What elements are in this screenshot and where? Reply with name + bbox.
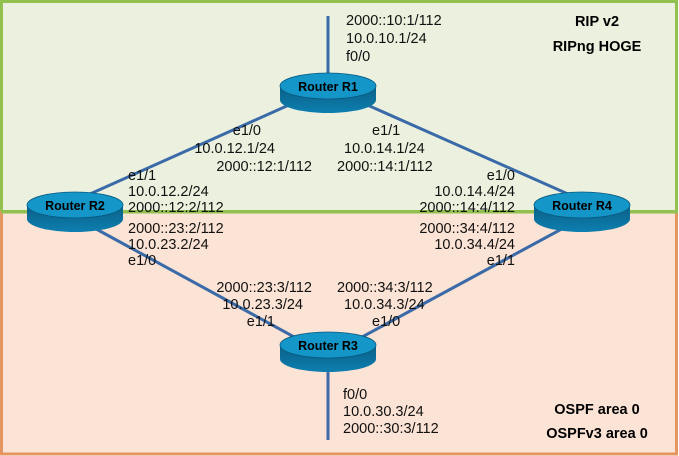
intf-r3-e1-0: 2000::34:3/112 10.0.34.3/24 e1/0 [337,280,433,330]
link-r1-r4 [337,90,587,204]
intf-line: 10.0.12.1/24 [194,141,275,157]
intf-r3-e1-1: 2000::23:3/112 10.0.23.3/24 e1/1 [216,280,312,330]
router-top [533,191,631,219]
link-r2-r3 [75,216,319,352]
intf-r1-e1-1: e1/1 10.0.14.1/24 2000::14:1/112 [337,123,433,175]
intf-line: 2000::14:1/112 [337,159,433,175]
router-r4[interactable]: Router R4 [533,191,631,232]
zone-label-line: OSPFv3 area 0 [546,426,648,442]
link-r4-r3 [337,216,583,352]
intf-line: 2000::34:3/112 [337,280,433,296]
intf-line: 2000::14:4/112 [419,200,515,216]
intf-line: 2000::23:2/112 [128,221,224,237]
router-r1[interactable]: Router R1 [279,72,377,113]
zone-label-line: RIP v2 [575,14,619,30]
intf-r1-e1-0: e1/0 10.0.12.1/24 2000::12:1/112 [194,123,312,175]
ospf-zone-label: OSPF area 0 OSPFv3 area 0 [546,402,648,442]
intf-line: 10.0.14.4/24 [434,184,515,200]
intf-line: 2000::12:2/112 [128,200,224,216]
intf-line: e1/1 [247,314,275,330]
intf-line: e1/1 [372,123,400,139]
router-r3[interactable]: Router R3 [279,331,377,372]
router-top [279,331,377,359]
link-r1-r2 [71,90,319,204]
zone-label-line: OSPF area 0 [554,402,639,418]
zone-label-line: RIPng HOGE [553,39,642,55]
intf-line: 2000::23:3/112 [216,280,312,296]
intf-line: e1/0 [233,123,261,139]
intf-line: f0/0 [343,387,367,403]
intf-line: 10.0.30.3/24 [343,404,424,420]
intf-line: 2000::10:1/112 [346,13,442,29]
router-top [279,72,377,100]
intf-line: 2000::12:1/112 [216,159,312,175]
intf-line: 10.0.34.3/24 [344,297,425,313]
intf-line: e1/0 [372,314,400,330]
intf-line: 10.0.23.2/24 [128,237,209,253]
intf-r4-e1-0: e1/0 10.0.14.4/24 2000::14:4/112 [419,168,515,216]
router-label: Router R3 [298,339,358,353]
intf-line: f0/0 [346,49,370,65]
intf-r3-f0-0: f0/0 10.0.30.3/24 2000::30:3/112 [343,387,439,437]
router-label: Router R1 [298,80,358,94]
router-label: Router R4 [552,199,612,213]
intf-line: 10.0.23.3/24 [222,297,303,313]
intf-r4-e1-1: 2000::34:4/112 10.0.34.4/24 e1/1 [419,221,515,269]
router-label: Router R2 [45,199,105,213]
intf-line: e1/1 [487,253,515,269]
intf-line: 10.0.34.4/24 [434,237,515,253]
intf-line: 2000::34:4/112 [419,221,515,237]
intf-line: 10.0.14.1/24 [344,141,425,157]
rip-zone-label: RIP v2 RIPng HOGE [553,14,642,55]
intf-line: e1/0 [128,253,156,269]
router-top [26,191,124,219]
intf-r2-e1-0: 2000::23:2/112 10.0.23.2/24 e1/0 [128,221,224,269]
intf-line: 10.0.12.2/24 [128,184,209,200]
router-r2[interactable]: Router R2 [26,191,124,232]
intf-line: e1/1 [128,168,156,184]
intf-r2-e1-1: e1/1 10.0.12.2/24 2000::12:2/112 [128,168,224,216]
intf-r1-f0-0: 2000::10:1/112 10.0.10.1/24 f0/0 [346,13,442,65]
intf-line: 10.0.10.1/24 [346,31,427,47]
intf-line: 2000::30:3/112 [343,421,439,437]
intf-line: e1/0 [487,168,515,184]
